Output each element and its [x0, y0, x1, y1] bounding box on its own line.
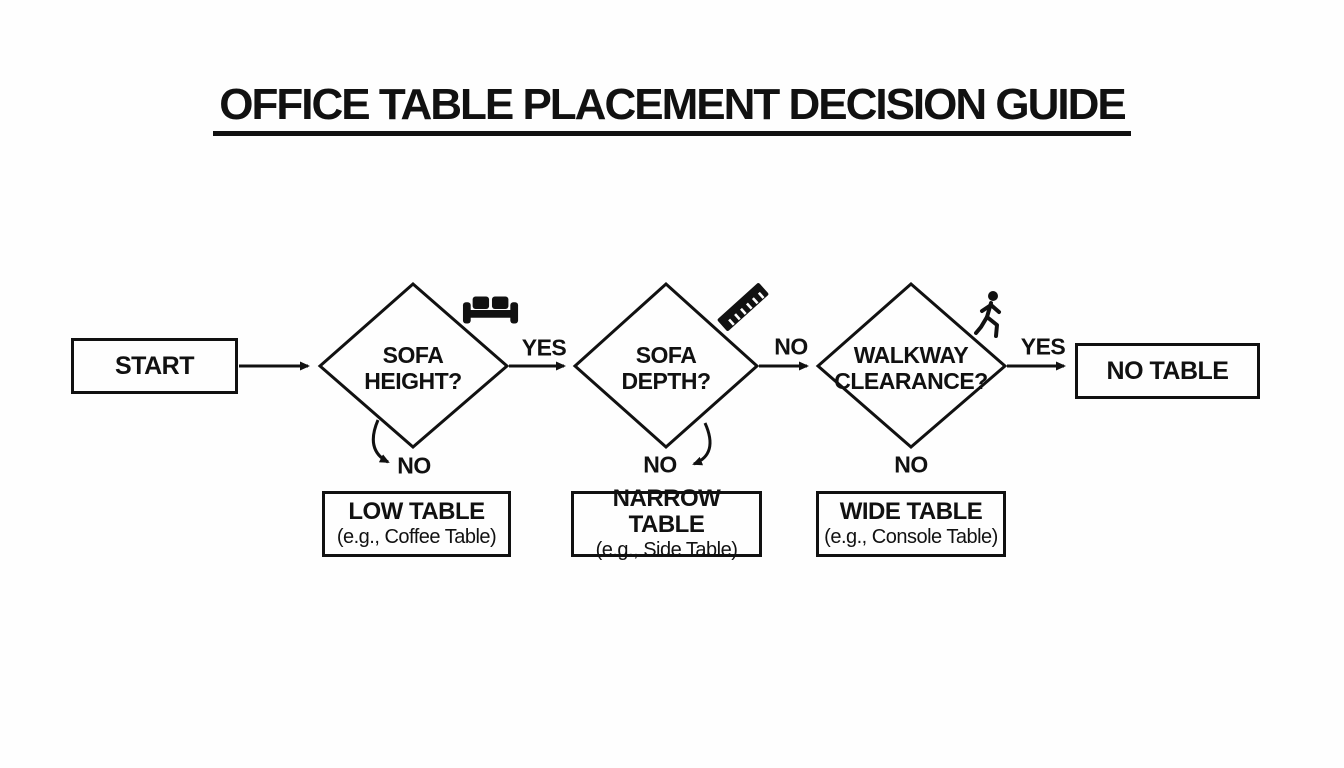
walking-person-icon [974, 290, 1006, 340]
ruler-icon [714, 283, 772, 331]
result-node-wide-table: WIDE TABLE (e.g., Console Table) [816, 491, 1006, 557]
branch-label-sofa-height-no-down: NO [397, 452, 431, 479]
result-title: NARROW TABLE [612, 485, 721, 538]
page-title: OFFICE TABLE PLACEMENT DECISION GUIDE [213, 81, 1131, 137]
decision-diamond-walkway-clearance [815, 282, 1008, 449]
result-title: LOW TABLE [348, 498, 485, 525]
decision-line-2: DEPTH? [621, 368, 712, 394]
decision-line-2: CLEARANCE? [834, 368, 988, 394]
decision-text-sofa-depth: SOFA DEPTH? [621, 342, 712, 394]
decision-text-walkway-clearance: WALKWAY CLEARANCE? [834, 342, 988, 394]
result-node-narrow-table: NARROW TABLE (e.g., Side Table) [571, 486, 762, 561]
branch-label-sofa-height-yes: YES [521, 334, 567, 361]
no-table-node: NO TABLE [1075, 343, 1260, 399]
result-example: (e.g., Side Table) [595, 539, 738, 561]
decision-diamond-sofa-depth [572, 281, 760, 450]
title-wrap: OFFICE TABLE PLACEMENT DECISION GUIDE [0, 81, 1344, 137]
decision-line-1: SOFA [635, 342, 697, 368]
decision-diamond-sofa-height [317, 282, 510, 449]
decision-line-1: SOFA [382, 342, 444, 368]
branch-label-sofa-depth-no-down: NO [643, 451, 677, 478]
result-title: WIDE TABLE [839, 498, 983, 525]
no-table-label: NO TABLE [1106, 356, 1229, 385]
branch-label-walkway-no-down: NO [894, 451, 928, 478]
result-example: (e.g., Console Table) [824, 526, 998, 548]
branch-label-sofa-depth-no-right: NO [774, 333, 808, 360]
start-label: START [115, 351, 194, 380]
result-node-low-table: LOW TABLE (e.g., Coffee Table) [322, 491, 511, 557]
decision-line-1: WALKWAY [853, 342, 969, 368]
curved-arrow-sofa-depth-no [692, 422, 712, 466]
result-example: (e.g., Coffee Table) [336, 526, 497, 548]
curved-arrow-sofa-height-no [371, 419, 390, 464]
branch-label-walkway-yes: YES [1020, 333, 1066, 360]
decision-text-sofa-height: SOFA HEIGHT? [364, 342, 462, 394]
start-node: START [71, 338, 238, 394]
decision-line-2: HEIGHT? [364, 368, 462, 394]
sofa-icon [462, 293, 520, 327]
